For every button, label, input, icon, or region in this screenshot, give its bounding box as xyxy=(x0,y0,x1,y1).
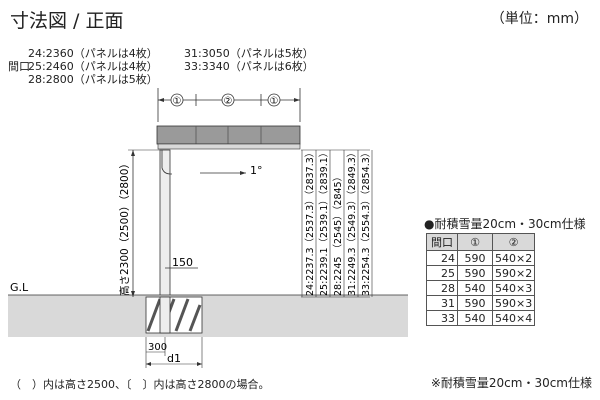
table-cell: 590 xyxy=(457,265,493,281)
table-title: ●耐積雪量20cm・30cm仕様 xyxy=(424,217,586,231)
spec-row-28: 28:2800（パネルは5枚） xyxy=(28,73,158,86)
span-label: 間口 xyxy=(8,60,30,73)
table-cell: 31 xyxy=(426,295,458,311)
gutter xyxy=(157,143,301,150)
mark-2: ② xyxy=(224,96,233,107)
vertical-label-25: 25:2239.1（2539.1）（2839.1） xyxy=(318,148,330,296)
table-header-2: ② xyxy=(491,233,536,251)
svg-text:.: . xyxy=(168,94,172,107)
vertical-label-28: 28:2245 （2545）（2845） xyxy=(332,172,344,296)
mark-1-right: ① xyxy=(270,96,279,107)
table-header-row: 間口 ① ② xyxy=(426,233,536,251)
spec-note: ※耐積雪量20cm・30cm仕様 xyxy=(430,376,592,390)
d1-label: d1 xyxy=(167,352,181,365)
table-cell: 590×3 xyxy=(491,295,536,311)
ground-band xyxy=(8,295,408,337)
table-header-span: 間口 xyxy=(426,233,458,251)
snow-load-table: 間口 ① ② 24 590 540×2 25 590 590×2 28 540 … xyxy=(426,233,536,326)
vertical-label-24: 24:2237.3（2537.3）（2837.3） xyxy=(304,148,316,296)
post-offset-label: 150 xyxy=(172,256,193,269)
height-label: 高さ2300（2500）（2800） xyxy=(118,158,131,296)
table-cell: 25 xyxy=(426,265,458,281)
table-row: 24 590 540×2 xyxy=(426,250,536,266)
slope-label: 1° xyxy=(250,164,263,177)
spec-row-25: 25:2460（パネルは4枚） xyxy=(28,60,158,73)
table-cell: 590 xyxy=(457,250,493,266)
table-cell: 540 xyxy=(457,310,493,326)
page-title: 寸法図 / 正面 xyxy=(10,10,124,32)
height-note: （ ）内は高さ2500、〔 〕内は高さ2800の場合。 xyxy=(10,378,270,391)
ground-label: G.L xyxy=(10,281,29,294)
spec-row-31: 31:3050（パネルは5枚） xyxy=(184,47,314,60)
table-cell: 33 xyxy=(426,310,458,326)
table-row: 33 540 540×4 xyxy=(426,310,536,326)
roof-panel xyxy=(156,125,301,145)
table-cell: 540 xyxy=(457,280,493,296)
spec-row-33: 33:3340（パネルは6枚） xyxy=(184,60,314,73)
table-row: 28 540 540×3 xyxy=(426,280,536,296)
table-cell: 28 xyxy=(426,280,458,296)
table-cell: 24 xyxy=(426,250,458,266)
table-row: 31 590 590×3 xyxy=(426,295,536,311)
table-cell: 540×4 xyxy=(491,310,536,326)
table-cell: 540×2 xyxy=(491,250,536,266)
table-row: 25 590 590×2 xyxy=(426,265,536,281)
table-cell: 590×2 xyxy=(491,265,536,281)
table-cell: 540×3 xyxy=(491,280,536,296)
unit-label: （単位：mm） xyxy=(490,11,588,27)
vertical-label-33: 33:2254.3（2554.3）（2854.3） xyxy=(360,148,372,296)
mark-1-left: ① xyxy=(173,96,182,107)
bottom-dim-label: 300 xyxy=(148,342,167,353)
table-cell: 590 xyxy=(457,295,493,311)
vertical-label-31: 31:2249.3（2549.3）（2849.3） xyxy=(346,148,358,296)
table-header-1: ① xyxy=(457,233,493,251)
